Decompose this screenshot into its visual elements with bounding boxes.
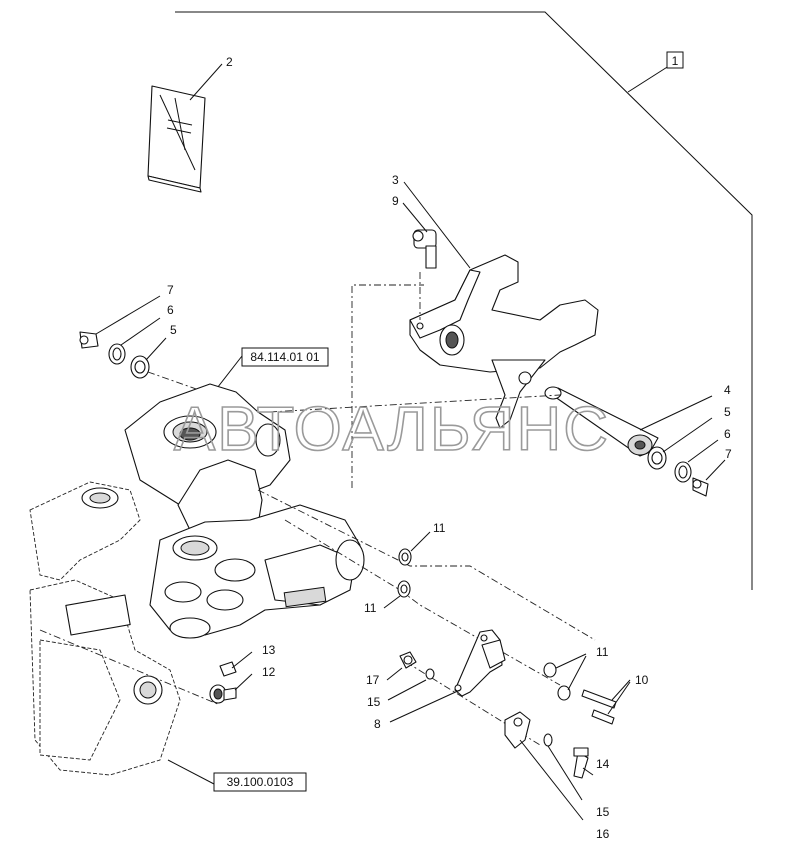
svg-text:39.100.0103: 39.100.0103 <box>227 775 294 789</box>
washer-15-upper <box>425 668 435 680</box>
callout-6-right: 6 <box>724 427 731 441</box>
callout-17: 17 <box>366 673 380 687</box>
callout-6-left: 6 <box>167 303 174 317</box>
manual-booklet <box>147 85 206 193</box>
callout-2: 2 <box>226 55 233 69</box>
washer-15-lower <box>543 733 553 747</box>
ref-box-39-100-0103[interactable]: 39.100.0103 <box>213 772 307 792</box>
bolt-10-b <box>591 709 615 725</box>
grease-fitting-7-left <box>79 331 99 349</box>
callout-5-right: 5 <box>724 405 731 419</box>
spacer-11-upper <box>398 548 412 566</box>
callout-7-left: 7 <box>167 283 174 297</box>
fitting-13 <box>219 661 237 677</box>
watermark: АВТОАЛЬЯНС <box>174 395 610 464</box>
elbow-fitting-12 <box>209 684 237 704</box>
spacer-11-lower <box>397 580 411 598</box>
loader-frame <box>29 481 181 776</box>
svg-text:1: 1 <box>672 54 679 68</box>
nut-17 <box>399 651 417 669</box>
mounting-plate <box>454 629 506 697</box>
callout-4: 4 <box>724 383 731 397</box>
bolt-10-a <box>581 689 617 709</box>
callout-12: 12 <box>262 665 276 679</box>
callout-11-right: 11 <box>596 645 609 659</box>
callout-15-lower: 15 <box>596 805 610 819</box>
callout-16: 16 <box>596 827 610 841</box>
pivot-pin <box>544 386 659 457</box>
washer-5-right <box>647 446 667 470</box>
group-box[interactable]: 1 <box>666 51 684 69</box>
spacer-11-right-a <box>543 662 557 678</box>
callout-labels: 2 3 9 7 6 5 4 5 6 7 11 11 11 10 13 12 17… <box>167 55 732 841</box>
grease-fitting-7-right <box>692 477 709 497</box>
ring-6-right <box>674 461 692 483</box>
callout-9: 9 <box>392 194 399 208</box>
spacer-11-right-b <box>557 685 571 701</box>
ring-6-left <box>108 343 126 365</box>
grease-fitting-9 <box>412 229 437 269</box>
callout-11-upper: 11 <box>433 521 446 535</box>
callout-11-lower: 11 <box>364 601 377 615</box>
callout-10: 10 <box>635 673 649 687</box>
callout-7-right: 7 <box>725 447 732 461</box>
swing-lever <box>409 254 599 429</box>
callout-8: 8 <box>374 717 381 731</box>
callout-15-upper: 15 <box>367 695 381 709</box>
callout-3: 3 <box>392 173 399 187</box>
callout-5-left: 5 <box>170 323 177 337</box>
callout-14: 14 <box>596 757 610 771</box>
ref-box-84-114-01-01[interactable]: 84.114.01 01 <box>241 347 329 367</box>
bolt-14 <box>573 747 589 779</box>
swing-bracket-casting <box>124 383 365 639</box>
callout-13: 13 <box>262 643 276 657</box>
washer-5-left <box>130 355 150 379</box>
svg-text:84.114.01 01: 84.114.01 01 <box>250 350 320 364</box>
clamp-16 <box>504 711 531 749</box>
group-leader <box>175 11 753 590</box>
